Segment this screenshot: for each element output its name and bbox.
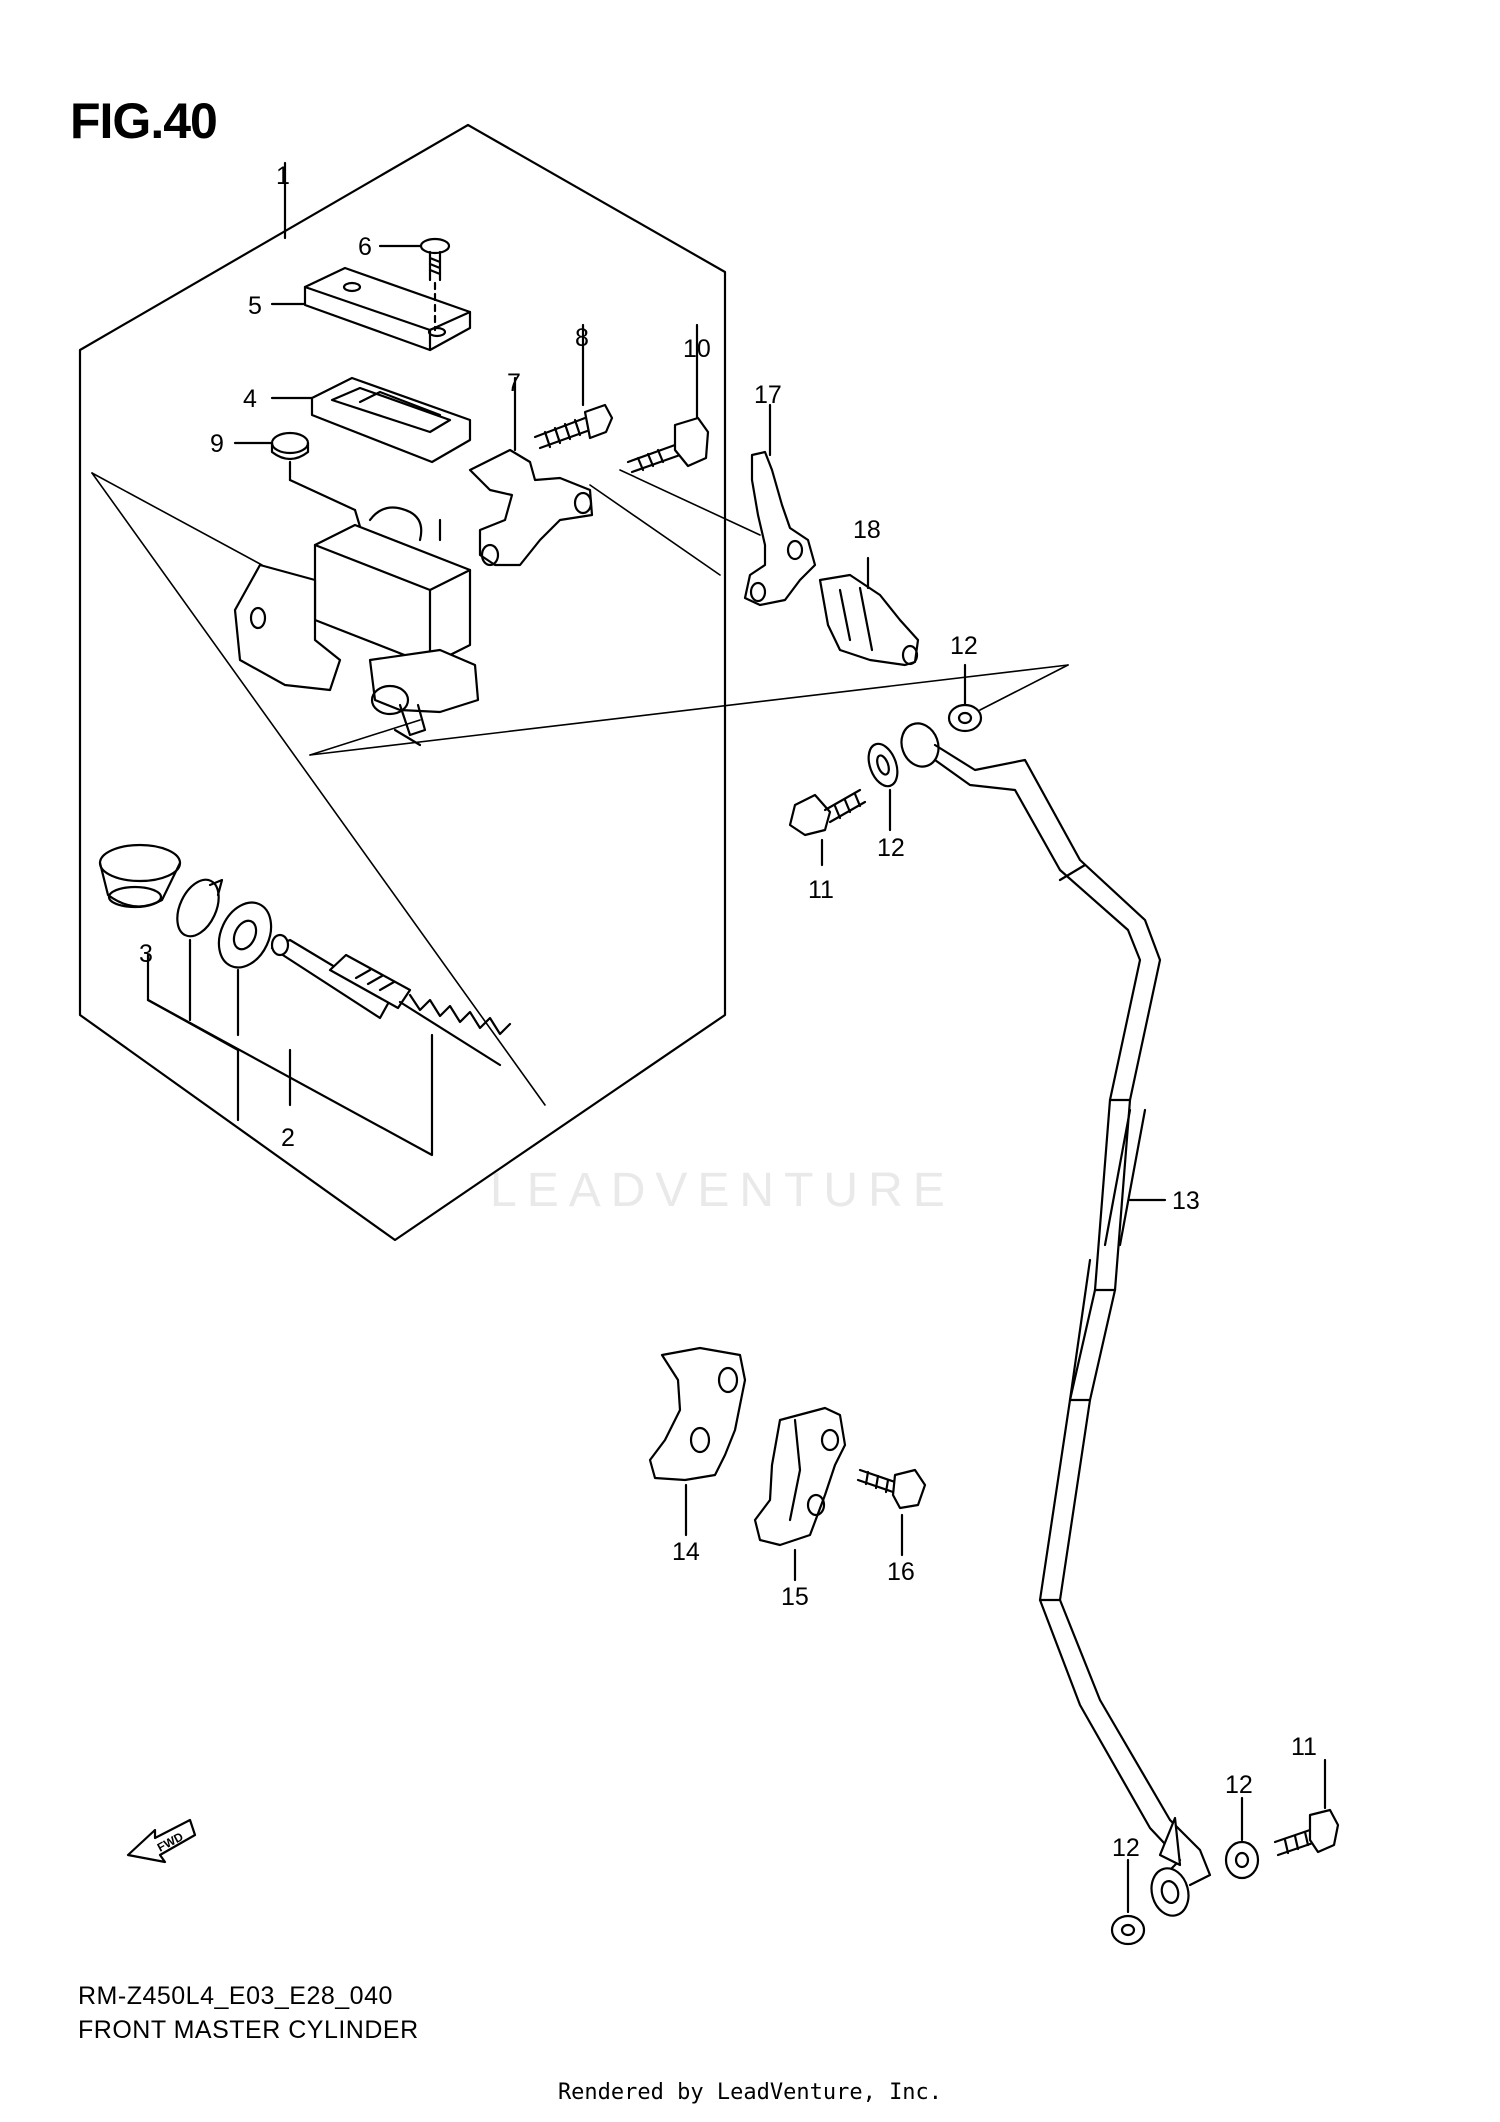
callout-12c: 12 — [1225, 1771, 1253, 1799]
callout-16: 16 — [887, 1558, 915, 1586]
watermark: LEADVENTURE — [490, 1164, 955, 1217]
callout-11a: 11 — [808, 876, 834, 904]
brake-light-switch — [818, 573, 920, 667]
callout-14: 14 — [672, 1538, 700, 1566]
callout-17: 17 — [754, 381, 782, 409]
callout-labels: 1 2 3 4 5 6 7 8 9 10 11 11 12 12 12 12 1… — [139, 162, 1317, 1862]
cap-screw — [419, 237, 451, 282]
render-credit: Rendered by LeadVenture, Inc. — [557, 2080, 943, 2105]
callout-5: 5 — [248, 292, 262, 320]
callout-12a: 12 — [950, 632, 978, 660]
copper-washer-upper-b — [947, 703, 983, 733]
callout-3: 3 — [139, 940, 153, 968]
banjo-bolt-upper — [788, 788, 867, 837]
copper-washer-lower-b — [1224, 1840, 1260, 1880]
callout-2: 2 — [281, 1124, 295, 1152]
callout-18: 18 — [853, 516, 881, 544]
snap-ring — [176, 878, 224, 938]
fwd-arrow-icon — [126, 1818, 197, 1864]
piston-assembly — [270, 933, 512, 1067]
assembly-outline — [78, 123, 727, 1242]
master-cylinder-body — [233, 506, 480, 747]
figure-title: FIG.40 — [70, 93, 218, 149]
brake-hose — [900, 722, 1212, 1917]
bracket-bolt — [856, 1468, 927, 1510]
callout-13: 13 — [1172, 1187, 1200, 1215]
piston-washer — [217, 901, 273, 969]
callout-15: 15 — [781, 1583, 809, 1611]
callout-8: 8 — [575, 324, 589, 352]
model-code-caption: RM-Z450L4_E03_E28_040 — [78, 1982, 393, 2010]
copper-washer-lower-a — [1110, 1914, 1146, 1946]
hose-guide-bracket-a — [648, 1346, 747, 1482]
callout-11b: 11 — [1291, 1733, 1317, 1761]
callout-9: 9 — [210, 430, 224, 458]
banjo-bolt-lower — [1273, 1808, 1340, 1857]
reservoir-cap — [303, 266, 472, 352]
clamp-bolt — [533, 403, 614, 450]
callout-6: 6 — [358, 233, 372, 261]
copper-washer-upper-a — [867, 742, 899, 788]
piston-boot — [98, 843, 182, 909]
callout-12d: 12 — [1112, 1834, 1140, 1862]
callout-1: 1 — [276, 162, 290, 190]
pivot-bolt — [626, 416, 710, 474]
sight-glass — [270, 431, 310, 461]
diaphragm — [310, 376, 472, 464]
brake-lever — [743, 450, 817, 607]
callout-12b: 12 — [877, 834, 905, 862]
figure-name-caption: FRONT MASTER CYLINDER — [78, 2016, 419, 2044]
hose-guide-bracket-b — [753, 1406, 847, 1547]
handlebar-clamp — [468, 448, 594, 567]
callout-10: 10 — [683, 335, 711, 363]
callout-4: 4 — [243, 385, 257, 413]
callout-7: 7 — [507, 369, 521, 397]
